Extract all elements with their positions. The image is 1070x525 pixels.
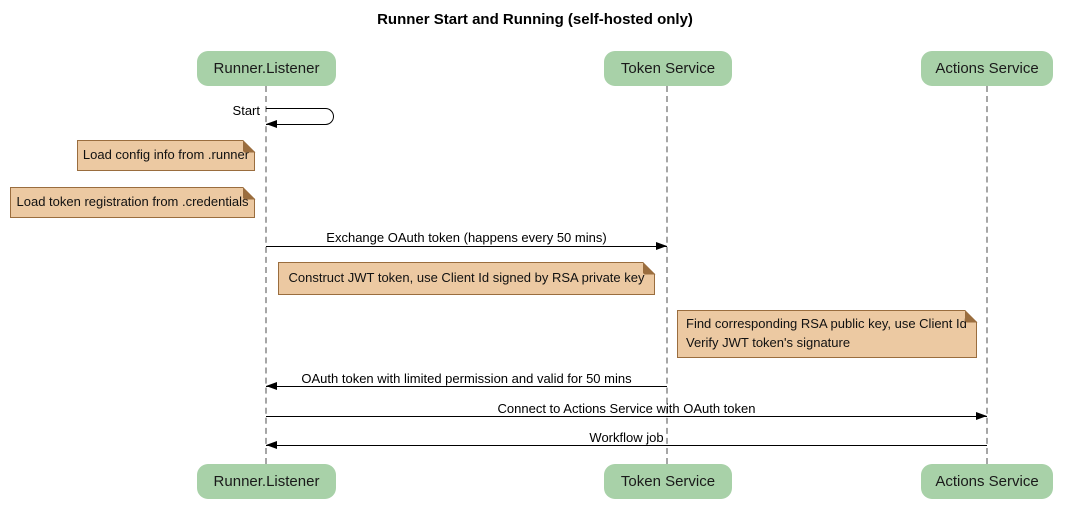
diagram-title: Runner Start and Running (self-hosted on… <box>377 11 693 28</box>
lifeline-runner-listener <box>265 86 267 464</box>
note-load-credentials: Load token registration from .credential… <box>10 186 256 218</box>
note-construct-jwt: Construct JWT token, use Client Id signe… <box>278 261 656 295</box>
actor-box-runner-listener-bottom: Runner.Listener <box>197 464 336 499</box>
actor-label-token-service: Token Service <box>620 473 716 490</box>
actor-label-runner-listener: Runner.Listener <box>213 60 320 77</box>
message-label-start: Start <box>232 103 260 118</box>
note-text-line1: Find corresponding RSA public key, use C… <box>686 316 967 332</box>
message-arrow-workflow-job <box>266 445 987 446</box>
message-arrow-exchange-oauth <box>266 246 667 247</box>
arrowhead-icon <box>266 120 277 128</box>
note-verify-jwt: Find corresponding RSA public key, use C… <box>677 309 978 358</box>
note-text: Load token registration from .credential… <box>16 194 249 210</box>
arrowhead-icon <box>266 441 277 449</box>
note-text: Construct JWT token, use Client Id signe… <box>288 270 645 286</box>
actor-box-token-service-top: Token Service <box>604 51 732 86</box>
message-arrow-oauth-return <box>266 386 667 387</box>
note-load-config: Load config info from .runner <box>77 139 256 171</box>
note-text: Load config info from .runner <box>82 147 250 163</box>
self-message-arrow-start <box>266 108 334 125</box>
note-text-line2: Verify JWT token's signature <box>686 335 851 350</box>
message-label-exchange-oauth: Exchange OAuth token (happens every 50 m… <box>326 230 607 245</box>
lifeline-token-service <box>666 86 668 464</box>
arrowhead-icon <box>656 242 667 250</box>
lifeline-actions-service <box>986 86 988 464</box>
actor-label-token-service: Token Service <box>620 60 716 77</box>
arrowhead-icon <box>266 382 277 390</box>
message-label-oauth-return: OAuth token with limited permission and … <box>301 371 632 386</box>
arrowhead-icon <box>976 412 987 420</box>
message-arrow-connect <box>266 416 987 417</box>
actor-box-token-service-bottom: Token Service <box>604 464 732 499</box>
actor-box-runner-listener-top: Runner.Listener <box>197 51 336 86</box>
message-label-workflow-job: Workflow job <box>589 430 664 445</box>
actor-label-runner-listener: Runner.Listener <box>213 473 320 490</box>
actor-label-actions-service: Actions Service <box>935 473 1039 490</box>
actor-box-actions-service-bottom: Actions Service <box>921 464 1053 499</box>
actor-label-actions-service: Actions Service <box>935 60 1039 77</box>
actor-box-actions-service-top: Actions Service <box>921 51 1053 86</box>
message-label-connect: Connect to Actions Service with OAuth to… <box>497 401 756 416</box>
